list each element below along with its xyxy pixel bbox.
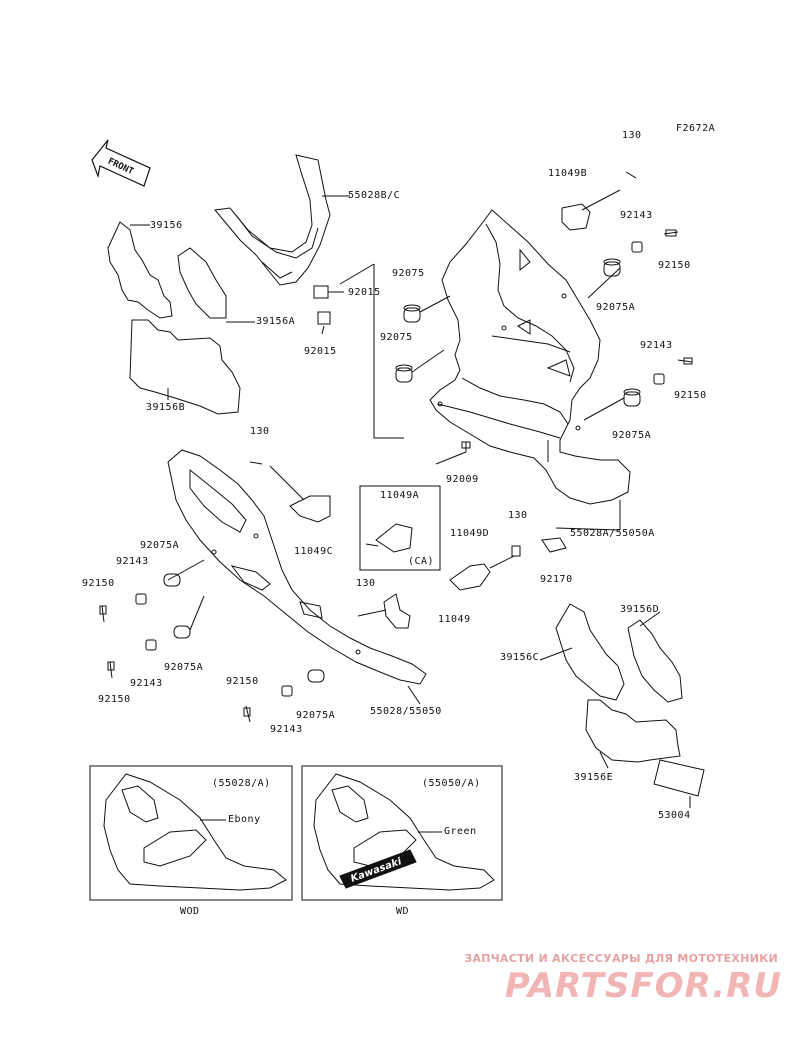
bracket-11049C xyxy=(249,461,331,523)
label-92143-top: 92143 xyxy=(620,210,653,221)
label-92075-a: 92075 xyxy=(392,268,425,279)
label-92150-d: 92150 xyxy=(98,694,131,705)
label-92075A-d: 92075A xyxy=(164,662,204,673)
inset-right-color: Green xyxy=(444,826,477,837)
label-39156B: 39156B xyxy=(146,402,186,413)
label-55028A-55050A: 55028A/55050A xyxy=(570,528,655,539)
label-92150-top: 92150 xyxy=(658,260,691,271)
front-arrow-icon: FRONT xyxy=(91,139,151,187)
inset-right-cowl xyxy=(313,773,495,891)
inset-right-box xyxy=(301,765,503,901)
inset-11049A xyxy=(359,485,441,571)
label-39156C: 39156C xyxy=(500,652,540,663)
label-11049C: 11049C xyxy=(294,546,334,557)
panel-39156 xyxy=(107,221,241,415)
label-92143-b: 92143 xyxy=(640,340,673,351)
label-53004: 53004 xyxy=(658,810,691,821)
label-39156: 39156 xyxy=(150,220,183,231)
diagram-code: F2672A xyxy=(676,123,716,134)
label-92015-b: 92015 xyxy=(304,346,337,357)
label-130-c: 130 xyxy=(508,510,528,521)
label-92170: 92170 xyxy=(540,574,573,585)
label-39156A: 39156A xyxy=(256,316,296,327)
label-39156D: 39156D xyxy=(620,604,660,615)
label-92150-e: 92150 xyxy=(226,676,259,687)
side-cowl-right xyxy=(429,209,631,505)
label-92150-b: 92150 xyxy=(674,390,707,401)
clip-92015 xyxy=(313,285,344,335)
label-92075A-a: 92075A xyxy=(596,302,636,313)
lower-cowl xyxy=(167,449,427,685)
inset-right-caption: WD xyxy=(396,906,410,917)
label-55028-55050: 55028/55050 xyxy=(370,706,442,717)
label-11049A: 11049A xyxy=(380,490,420,501)
bracket-11049D xyxy=(449,537,567,591)
label-55028B-C: 55028B/C xyxy=(348,190,401,201)
panels-right-lower xyxy=(555,603,705,797)
grommet-parts xyxy=(163,258,641,683)
inset-left-caption: WOD xyxy=(180,906,200,917)
inset-left-cowl xyxy=(103,773,287,891)
inset-left-color: Ebony xyxy=(228,814,261,825)
label-92015-a: 92015 xyxy=(348,287,381,298)
label-92075A-e: 92075A xyxy=(296,710,336,721)
label-92143-e: 92143 xyxy=(270,724,303,735)
bracket-11049B xyxy=(561,171,637,231)
inset-right-code: (55050/A) xyxy=(422,778,481,789)
label-92143-d: 92143 xyxy=(130,678,163,689)
bracket-11049 xyxy=(357,593,411,629)
label-92075A-c: 92075A xyxy=(140,540,180,551)
inset-left-box xyxy=(89,765,293,901)
label-130-top: 130 xyxy=(622,130,642,141)
label-92150-c: 92150 xyxy=(82,578,115,589)
watermark-logo: PARTSFOR.RU xyxy=(504,966,782,1006)
label-92075A-b: 92075A xyxy=(612,430,652,441)
label-92143-c: 92143 xyxy=(116,556,149,567)
label-130-d: 130 xyxy=(356,578,376,589)
label-11049: 11049 xyxy=(438,614,471,625)
watermark-tagline: ЗАПЧАСТИ И АКСЕССУАРЫ ДЛЯ МОТОТЕХНИКИ xyxy=(464,952,778,965)
label-92009: 92009 xyxy=(446,474,479,485)
label-130-b: 130 xyxy=(250,426,270,437)
label-11049B: 11049B xyxy=(548,168,588,179)
label-39156E: 39156E xyxy=(574,772,614,783)
collar-and-bolt-parts xyxy=(99,229,693,723)
label-11049D: 11049D xyxy=(450,528,490,539)
label-92075-b: 92075 xyxy=(380,332,413,343)
inset-left-code: (55028/A) xyxy=(212,778,271,789)
label-CA: (CA) xyxy=(408,556,435,567)
inner-cowl-upper xyxy=(214,154,331,286)
